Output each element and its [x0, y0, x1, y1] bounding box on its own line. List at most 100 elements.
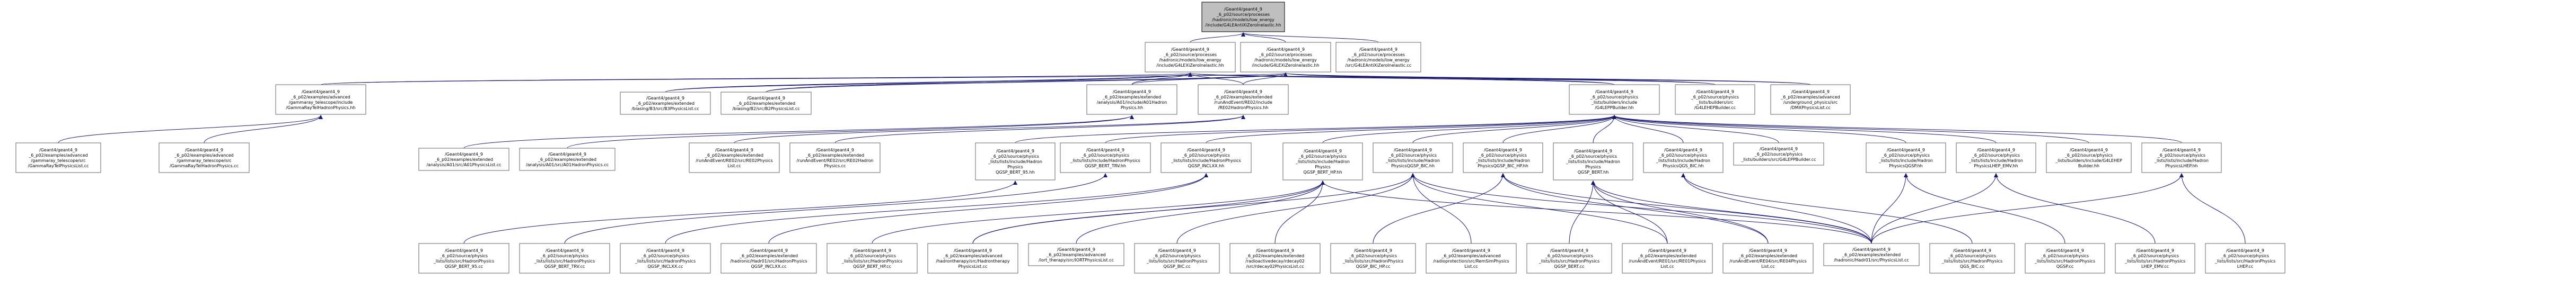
node-qgsp-bert-hp-hh[interactable]: /Geant4/geant4_9_6_p02/source/physics_li… [1282, 142, 1363, 180]
node-qgsp-bert-hh-box[interactable] [1553, 142, 1633, 180]
node-g4lehep-builder-hh[interactable]: /Geant4/geant4_9_6_p02/source/physics_li… [1733, 142, 1824, 166]
node-gammaray-tel-hadron-physics-cc-box[interactable] [159, 142, 250, 173]
node-qgsp-bert-95-cc[interactable]: /Geant4/geant4_9_6_p02/source/physics_li… [418, 243, 509, 274]
node-re02-hadron-physics-cc[interactable]: /Geant4/geant4_9_6_p02/examples/extended… [789, 142, 881, 173]
node-a01-hadron-physics-cc-box[interactable] [519, 148, 616, 171]
node-lhep-cc[interactable]: /Geant4/geant4_9_6_p02/source/physics_li… [2205, 243, 2285, 274]
node-a01-hadron-physics-hh-label-line: _6_p02/examples/extended [1102, 95, 1161, 100]
node-re02-hadron-physics-hh[interactable]: /Geant4/geant4_9_6_p02/examples/extended… [1198, 84, 1289, 115]
node-re02-physics-list-cc[interactable]: /Geant4/geant4_9_6_p02/examples/extended… [689, 142, 780, 173]
node-qgsp-bert-hp-hh-box[interactable] [1282, 142, 1363, 180]
node-qgsp-bert-cc[interactable]: /Geant4/geant4_9_6_p02/source/physics_li… [1526, 243, 1612, 274]
node-qgsp-bic-hp-hh[interactable]: /Geant4/geant4_9_6_p02/source/physics_li… [1463, 142, 1543, 173]
node-g4lexi-zero-inelastic-h-box[interactable] [1145, 42, 1236, 73]
node-re04-physics-list-cc-box[interactable] [1722, 243, 1814, 274]
node-g4lepp-builder-hh[interactable]: /Geant4/geant4_9_6_p02/source/physics_li… [1569, 84, 1660, 115]
node-qgs-bic-hh-box[interactable] [1643, 142, 1724, 173]
node-qgs-bic-cc[interactable]: /Geant4/geant4_9_6_p02/source/physics_li… [1929, 243, 2015, 274]
node-qgsp-bert-hh[interactable]: /Geant4/geant4_9_6_p02/source/physics_li… [1553, 142, 1633, 180]
node-qgsp-inclxx-cc-box[interactable] [620, 243, 711, 274]
node-gammaray-tel-hadron-physics-cc[interactable]: /Geant4/geant4_9_6_p02/examples/advanced… [159, 142, 250, 173]
node-iort-physics-list-cc-box[interactable] [1028, 243, 1124, 266]
node-a01-hadron-physics-hh-box[interactable] [1086, 84, 1177, 115]
node-biasing-b2-physics-list-cc-box[interactable] [720, 92, 812, 115]
node-qgsp-bic-cc-box[interactable] [1134, 243, 1220, 274]
node-qgsp-bert-95-hh-box[interactable] [975, 142, 1056, 180]
node-qgsp-bert-cc-box[interactable] [1526, 243, 1612, 274]
node-lhep-hh[interactable]: /Geant4/geant4_9_6_p02/source/physics_li… [2141, 142, 2222, 173]
node-re02-hadron-physics-cc-box[interactable] [789, 142, 881, 173]
node-qgsp-bert-trv-cc-box[interactable] [519, 243, 610, 274]
node-gammaray-tel-hadron-physics-hh-box[interactable] [275, 84, 366, 115]
node-g4lehep-builder-cc-box[interactable] [1675, 84, 1755, 115]
node-g4lexi-zero-inelastic-h[interactable]: /Geant4/geant4_9_6_p02/source/processes/… [1145, 42, 1236, 73]
node-re01-physics-list-cc[interactable]: /Geant4/geant4_9_6_p02/examples/extended… [1622, 243, 1713, 274]
node-qgsp-cc-box[interactable] [2025, 243, 2105, 274]
node-lhep-emv-cc-box[interactable] [2115, 243, 2195, 274]
node-hadrontherapy-physics-list-cc[interactable]: /Geant4/geant4_9_6_p02/examples/advanced… [927, 243, 1018, 274]
node-qgsp-bert-trv-hh[interactable]: /Geant4/geant4_9_6_p02/source/physics_li… [1060, 142, 1151, 173]
node-lhep-emv-cc[interactable]: /Geant4/geant4_9_6_p02/source/physics_li… [2115, 243, 2195, 274]
node-iort-physics-list-cc[interactable]: /Geant4/geant4_9_6_p02/examples/advanced… [1028, 243, 1124, 266]
node-lhep-emv-hh[interactable]: /Geant4/geant4_9_6_p02/source/physics_li… [1956, 142, 2036, 173]
node-qgsp-bert-trv-cc[interactable]: /Geant4/geant4_9_6_p02/source/physics_li… [519, 243, 610, 274]
node-radioprotection-physics-list-cc[interactable]: /Geant4/geant4_9_6_p02/examples/advanced… [1426, 243, 1517, 274]
node-g4leantixi-zero-inelastic-cc[interactable]: /Geant4/geant4_9_6_p02/source/processes/… [1335, 42, 1421, 73]
node-qgsp-inclxx-hh-box[interactable] [1160, 142, 1252, 173]
node-g4lexi-zero-inelastic-hh-2-box[interactable] [1240, 42, 1331, 73]
node-g4leantixi-zero-inelastic-cc-box[interactable] [1335, 42, 1421, 73]
node-qgs-bic-hh[interactable]: /Geant4/geant4_9_6_p02/source/physics_li… [1643, 142, 1724, 173]
node-g4lexi-zero-inelastic-hh-2[interactable]: /Geant4/geant4_9_6_p02/source/processes/… [1240, 42, 1331, 73]
node-a01-hadron-physics-cc[interactable]: /Geant4/geant4_9_6_p02/examples/extended… [519, 148, 616, 171]
node-re02-physics-list-cc-box[interactable] [689, 142, 780, 173]
node-a01-physics-list-cc[interactable]: /Geant4/geant4_9_6_p02/examples/extended… [418, 148, 509, 171]
node-g4lehep-builder-include-hh[interactable]: /Geant4/geant4_9_6_p02/source/physics_li… [2046, 142, 2132, 173]
node-biasing-b2-physics-list-cc[interactable]: /Geant4/geant4_9_6_p02/examples/extended… [720, 92, 812, 115]
node-hadrontherapy-physics-list-cc-box[interactable] [927, 243, 1018, 274]
node-qgsp-bert-hp-cc-box[interactable] [827, 243, 918, 274]
node-qgsp-inclxx-hh[interactable]: /Geant4/geant4_9_6_p02/source/physics_li… [1160, 142, 1252, 173]
node-hadr01-physics-list-cc[interactable]: /Geant4/geant4_9_6_p02/examples/extended… [1823, 243, 1920, 266]
node-re02-hadron-physics-hh-box[interactable] [1198, 84, 1289, 115]
node-qgsp-bic-hp-cc-box[interactable] [1330, 243, 1416, 274]
node-radioactivedecay-physics-list-cc[interactable]: /Geant4/geant4_9_6_p02/examples/extended… [1229, 243, 1321, 274]
node-qgsp-hh[interactable]: /Geant4/geant4_9_6_p02/source/physics_li… [1866, 142, 1946, 173]
node-re04-physics-list-cc[interactable]: /Geant4/geant4_9_6_p02/examples/extended… [1722, 243, 1814, 274]
node-qgsp-bic-hh-box[interactable] [1373, 142, 1453, 173]
node-a01-physics-list-cc-box[interactable] [418, 148, 509, 171]
node-qgsp-bert-trv-hh-box[interactable] [1060, 142, 1151, 173]
node-lhep-cc-box[interactable] [2205, 243, 2285, 274]
node-biasing-b3-physics-list-cc-box[interactable] [620, 92, 711, 115]
node-qgsp-bic-hh[interactable]: /Geant4/geant4_9_6_p02/source/physics_li… [1373, 142, 1453, 173]
node-gammaray-tel-physics-list-cc[interactable]: /Geant4/geant4_9_6_p02/examples/advanced… [15, 142, 101, 173]
node-re01-physics-list-cc-box[interactable] [1622, 243, 1713, 274]
node-radioprotection-physics-list-cc-box[interactable] [1426, 243, 1517, 274]
node-lhep-hh-box[interactable] [2141, 142, 2222, 173]
node-dmx-physics-list-cc[interactable]: /Geant4/geant4_9_6_p02/examples/advanced… [1770, 84, 1851, 115]
node-qgsp-bic-cc[interactable]: /Geant4/geant4_9_6_p02/source/physics_li… [1134, 243, 1220, 274]
node-qgsp-bert-hp-cc[interactable]: /Geant4/geant4_9_6_p02/source/physics_li… [827, 243, 918, 274]
node-g4lehep-builder-include-hh-box[interactable] [2046, 142, 2132, 173]
node-qgsp-inclxx-cc[interactable]: /Geant4/geant4_9_6_p02/source/physics_li… [620, 243, 711, 274]
node-qgsp-bert-95-cc-box[interactable] [418, 243, 509, 274]
node-gammaray-tel-physics-list-cc-box[interactable] [15, 142, 101, 173]
node-lhep-emv-hh-box[interactable] [1956, 142, 2036, 173]
node-g4lehep-builder-cc[interactable]: /Geant4/geant4_9_6_p02/source/physics_li… [1675, 84, 1755, 115]
node-qgsp-cc[interactable]: /Geant4/geant4_9_6_p02/source/physics_li… [2025, 243, 2105, 274]
node-re04-hadron-physics-cc[interactable]: /Geant4/geant4_9_6_p02/examples/extended… [720, 243, 817, 274]
node-qgsp-bic-hp-hh-box[interactable] [1463, 142, 1543, 173]
node-qgsp-hh-box[interactable] [1866, 142, 1946, 173]
node-a01-hadron-physics-hh[interactable]: /Geant4/geant4_9_6_p02/examples/extended… [1086, 84, 1177, 115]
node-gammaray-tel-hadron-physics-hh[interactable]: /Geant4/geant4_9_6_p02/examples/advanced… [275, 84, 366, 115]
node-iort-physics-list-cc-label-line: /iort_therapy/src/IORTPhysicsList.cc [1039, 258, 1114, 263]
node-biasing-b3-physics-list-cc[interactable]: /Geant4/geant4_9_6_p02/examples/extended… [620, 92, 711, 115]
node-g4lehep-builder-hh-box[interactable] [1733, 142, 1824, 166]
node-dmx-physics-list-cc-box[interactable] [1770, 84, 1851, 115]
node-qgs-bic-cc-box[interactable] [1929, 243, 2015, 274]
node-qgsp-bert-95-hh[interactable]: /Geant4/geant4_9_6_p02/source/physics_li… [975, 142, 1056, 180]
node-hadr01-physics-list-cc-box[interactable] [1823, 243, 1920, 266]
node-re04-hadron-physics-cc-box[interactable] [720, 243, 817, 274]
node-qgsp-bic-hp-cc[interactable]: /Geant4/geant4_9_6_p02/source/physics_li… [1330, 243, 1416, 274]
node-radioactivedecay-physics-list-cc-box[interactable] [1229, 243, 1321, 274]
node-g4lepp-builder-hh-box[interactable] [1569, 84, 1660, 115]
